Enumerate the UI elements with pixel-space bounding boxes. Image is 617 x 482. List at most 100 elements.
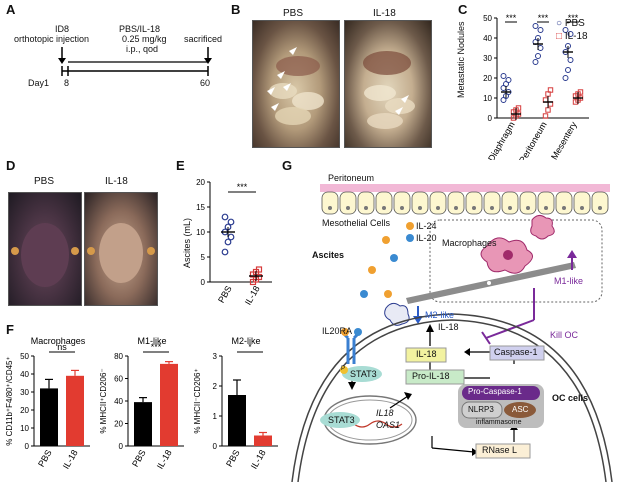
e-point-pbs bbox=[221, 248, 229, 256]
f-ytick-label: 1 bbox=[213, 412, 218, 421]
mesothelial-nucleus-icon bbox=[418, 206, 422, 210]
panel-label-a: A bbox=[6, 2, 16, 17]
il20-dot-icon bbox=[406, 234, 414, 242]
mesothelial-cell-icon bbox=[429, 191, 447, 215]
mesothelial-nucleus-icon bbox=[400, 206, 404, 210]
mesothelial-cell-icon bbox=[591, 191, 609, 215]
f-title: Macrophages bbox=[31, 336, 86, 346]
mesothelial-nucleus-icon bbox=[490, 206, 494, 210]
photo-b-pbs-art bbox=[267, 47, 324, 125]
f-ytick-label: 60 bbox=[114, 375, 123, 384]
g-pro-il18: Pro-IL-18 bbox=[412, 371, 450, 381]
mesothelial-nucleus-icon bbox=[346, 206, 350, 210]
g-gene-oas1: OAS1 bbox=[376, 420, 401, 430]
photo-d-pbs bbox=[8, 192, 82, 306]
mesothelial-cells bbox=[321, 191, 609, 215]
g-gene-il18: IL18 bbox=[376, 408, 394, 418]
f-ytick-label: 30 bbox=[20, 388, 29, 397]
schematic-graphic bbox=[291, 184, 613, 482]
c-point-pbs bbox=[532, 23, 539, 29]
mesothelial-nucleus-icon bbox=[436, 206, 440, 210]
ascites-ligand-4 bbox=[360, 290, 368, 298]
f-category-label: IL-18 bbox=[155, 448, 174, 471]
f-ytick-label: 0 bbox=[213, 442, 218, 451]
e-category-label: PBS bbox=[216, 284, 234, 305]
e-ytick-label: 10 bbox=[196, 228, 205, 237]
rnase-box bbox=[475, 443, 531, 459]
photo-b-pbs bbox=[252, 20, 340, 148]
e-point-pbs bbox=[224, 238, 232, 246]
f-ytick-label: 20 bbox=[114, 420, 123, 429]
c-category-label: Peritoneum bbox=[517, 120, 549, 160]
mesothelial-cell-icon bbox=[555, 191, 573, 215]
mesothelial-nucleus-icon bbox=[382, 206, 386, 210]
nlrp3-pill bbox=[461, 401, 503, 419]
timeline-dose: 0.25 mg/kg bbox=[122, 34, 167, 44]
cell-membrane-inner bbox=[297, 319, 607, 482]
e-ytick-label: 0 bbox=[201, 278, 206, 287]
c-ytick-label: 40 bbox=[483, 34, 492, 43]
c-point-pbs bbox=[537, 45, 544, 51]
g-peritoneum: Peritoneum bbox=[328, 173, 375, 183]
e-point-pbs bbox=[227, 218, 235, 226]
il18-box bbox=[405, 347, 447, 363]
panel-label-c: C bbox=[458, 2, 468, 17]
g-inflammasome: inflammasome bbox=[476, 419, 522, 426]
il24-dot-icon bbox=[406, 222, 414, 230]
mesothelial-nucleus-icon bbox=[364, 206, 368, 210]
c-point-pbs bbox=[565, 67, 571, 73]
m2-macrophage-icon bbox=[384, 302, 410, 326]
photo-d-il18-label: IL-18 bbox=[105, 176, 128, 187]
e-ytick-label: 20 bbox=[196, 178, 205, 187]
mesothelial-cell-icon bbox=[483, 191, 501, 215]
chart-c-ylabel: Metastatic Nodules bbox=[456, 21, 466, 98]
c-point-pbs bbox=[500, 73, 507, 79]
cell-membrane-outer bbox=[291, 313, 613, 482]
phospho-icon bbox=[340, 366, 348, 374]
mesothelial-nucleus-icon bbox=[544, 206, 548, 210]
g-phospho: P bbox=[341, 366, 346, 372]
e-point-pbs bbox=[227, 233, 235, 241]
g-il24: IL-24 bbox=[416, 221, 437, 231]
legend-il18-label: IL-18 bbox=[564, 31, 588, 42]
m1-up-arrow-icon bbox=[567, 250, 577, 258]
f-ytick-label: 20 bbox=[20, 406, 29, 415]
f-category-label: IL-18 bbox=[249, 448, 268, 471]
f-bar bbox=[160, 363, 178, 446]
f-category-label: PBS bbox=[224, 448, 242, 469]
f-bar bbox=[66, 375, 84, 446]
stat3-pill bbox=[342, 366, 382, 382]
mesothelial-cell-icon bbox=[501, 191, 519, 215]
g-kill-oc: Kill OC bbox=[550, 330, 579, 340]
mesothelial-cell-icon bbox=[573, 191, 591, 215]
c-ytick-label: 30 bbox=[483, 54, 492, 63]
macrophage-nucleus-icon bbox=[503, 250, 513, 260]
mesothelial-nucleus-icon bbox=[598, 206, 602, 210]
timeline-schedule: i.p., qod bbox=[126, 44, 159, 54]
legend-pbs-label: PBS bbox=[564, 18, 585, 29]
c-point-pbs bbox=[535, 53, 541, 59]
f-ytick-label: 10 bbox=[20, 424, 29, 433]
legend-pbs-circle-icon: ○ bbox=[556, 18, 563, 29]
chart-c-legend-il18: □ IL-18 bbox=[556, 31, 588, 42]
ascites-ligand-2 bbox=[390, 254, 398, 262]
timeline-day1: Day1 bbox=[28, 78, 50, 88]
kill-oc-inhibit-icon bbox=[481, 331, 491, 345]
mesothelial-cell-icon bbox=[393, 191, 411, 215]
timeline-day60: 60 bbox=[200, 78, 211, 88]
c-category-label: Diaphragm bbox=[486, 120, 517, 160]
mesothelial-cell-icon bbox=[357, 191, 375, 215]
mesothelial-nucleus-icon bbox=[526, 206, 530, 210]
g-asc: ASC bbox=[512, 405, 529, 414]
timeline-injection: orthotopic injection bbox=[14, 34, 90, 44]
photo-b-il18-art bbox=[363, 51, 415, 129]
chart-f-marks: Macrophages% CD11b⁺F4/80⁺/CD45⁺010203040… bbox=[5, 336, 278, 471]
mesothelial-cell-icon bbox=[375, 191, 393, 215]
pro-il18-box bbox=[405, 369, 465, 385]
e-point-il18 bbox=[255, 266, 263, 273]
c-point-pbs bbox=[562, 27, 569, 33]
timeline-cell-line: ID8 bbox=[55, 24, 70, 34]
mesothelial-nucleus-icon bbox=[562, 206, 566, 210]
f-bar bbox=[40, 388, 58, 446]
